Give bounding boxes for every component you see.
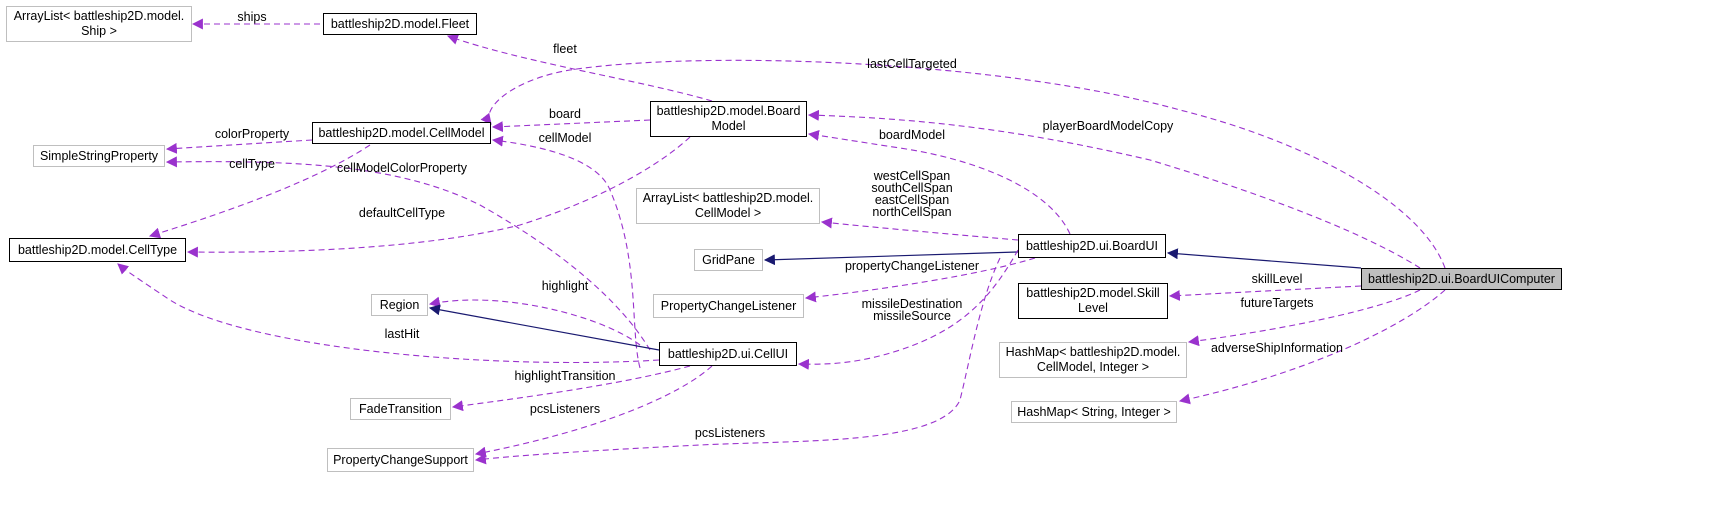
inheritance-edge xyxy=(428,304,660,351)
class-node-boarduicomputer[interactable]: battleship2D.ui.BoardUIComputer xyxy=(1361,268,1562,290)
usage-edge xyxy=(446,34,713,102)
class-node-celltype[interactable]: battleship2D.model.CellType xyxy=(9,238,186,262)
edge-label-highlight: highlight xyxy=(542,279,589,293)
edge-label-pcsListeners_cellui: pcsListeners xyxy=(530,402,600,416)
edge-label-lastCellTargeted: lastCellTargeted xyxy=(867,57,957,71)
usage-edge xyxy=(474,365,713,458)
usage-edge xyxy=(807,109,1421,269)
edge-label-fleet: fleet xyxy=(553,42,577,56)
edge-label-highlightTransition: highlightTransition xyxy=(515,369,616,383)
usage-edge xyxy=(165,156,651,351)
usage-edge xyxy=(491,135,641,369)
edge-label-propertyChangeListener: propertyChangeListener xyxy=(845,259,979,273)
class-node-cellui[interactable]: battleship2D.ui.CellUI xyxy=(659,342,797,366)
usage-edge xyxy=(807,129,1071,235)
class-node-gridpane: GridPane xyxy=(694,249,763,271)
edge-label-skillLevel: skillLevel xyxy=(1252,272,1303,286)
class-node-hashmap-cellmodel: HashMap< battleship2D.model. CellModel, … xyxy=(999,342,1187,378)
edge-label-ships: ships xyxy=(237,10,266,24)
usage-edge xyxy=(797,249,1019,370)
edge-label-board: board xyxy=(549,107,581,121)
usage-edge xyxy=(820,217,1019,241)
class-node-propertychangesupport: PropertyChangeSupport xyxy=(327,448,474,472)
usage-edge xyxy=(480,59,1446,269)
usage-edge xyxy=(451,365,691,412)
usage-edge xyxy=(804,257,1036,303)
edge-label-pcsListeners_boardui: pcsListeners xyxy=(695,426,765,440)
usage-edge xyxy=(117,263,660,364)
class-node-arraylist-ship: ArrayList< battleship2D.model. Ship > xyxy=(6,6,192,42)
usage-edge xyxy=(1187,289,1421,347)
class-node-simplestringproperty: SimpleStringProperty xyxy=(33,145,165,167)
edge-label-defaultCellType: defaultCellType xyxy=(359,206,445,220)
edge-label-lastHit: lastHit xyxy=(385,327,420,341)
class-node-hashmap-string: HashMap< String, Integer > xyxy=(1011,401,1177,423)
edge-label-adverseShipInformation: adverseShipInformation xyxy=(1211,341,1343,355)
usage-edge xyxy=(1178,289,1446,405)
class-node-fadetransition: FadeTransition xyxy=(350,398,451,420)
edge-label-playerBoardModelCopy: playerBoardModelCopy xyxy=(1043,119,1174,133)
edge-label-futureTargets: futureTargets xyxy=(1241,296,1314,310)
usage-edge xyxy=(491,119,651,133)
usage-edge xyxy=(148,144,371,239)
class-node-fleet[interactable]: battleship2D.model.Fleet xyxy=(323,13,477,35)
usage-edge xyxy=(186,136,691,258)
edge-label-colorProperty: colorProperty xyxy=(215,127,290,141)
class-node-boardui[interactable]: battleship2D.ui.BoardUI xyxy=(1018,234,1166,258)
usage-edge xyxy=(428,296,641,346)
usage-edge xyxy=(1168,285,1362,301)
edge-label-boardModel: boardModel xyxy=(879,128,945,142)
class-node-arraylist-cellmodel: ArrayList< battleship2D.model. CellModel… xyxy=(636,188,820,224)
edge-label-cellModelColorProperty: cellModelColorProperty xyxy=(337,161,468,175)
usage-edge xyxy=(474,257,1001,465)
class-node-skilllevel[interactable]: battleship2D.model.Skill Level xyxy=(1018,283,1168,319)
inheritance-edge xyxy=(1166,248,1362,269)
class-node-boardmodel[interactable]: battleship2D.model.Board Model xyxy=(650,101,807,137)
usage-edge xyxy=(165,139,313,154)
class-node-cellmodel[interactable]: battleship2D.model.CellModel xyxy=(312,122,491,144)
inheritance-edge xyxy=(763,251,1019,266)
class-node-region: Region xyxy=(371,294,428,316)
edge-label-cellType: cellType xyxy=(229,157,275,171)
edge-label-cellModel: cellModel xyxy=(539,131,592,145)
class-node-propertychangelistener: PropertyChangeListener xyxy=(653,294,804,318)
